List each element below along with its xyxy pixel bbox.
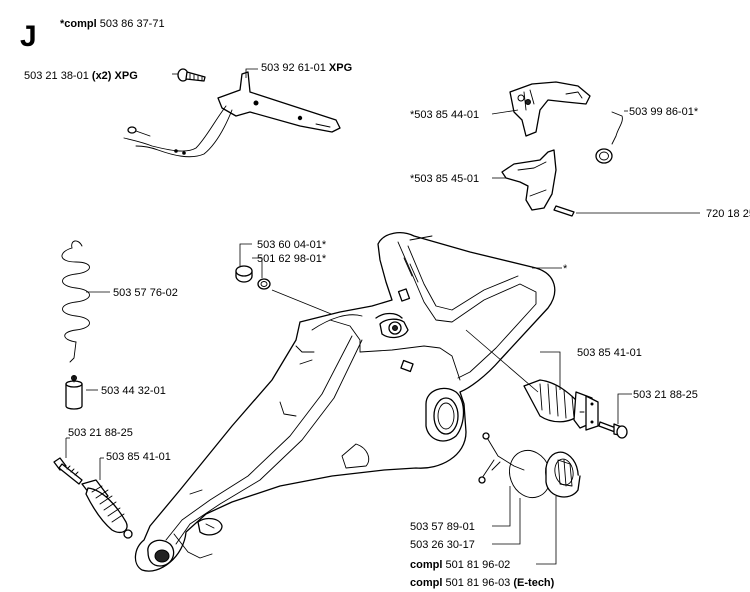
- label-part-18-prefix: compl: [410, 559, 442, 571]
- grommet-part: [257, 278, 271, 290]
- pin-part: [553, 205, 575, 217]
- spring-damper-left: [81, 479, 133, 539]
- section-letter: J: [20, 20, 37, 53]
- label-part-19-prefix: compl: [410, 577, 442, 589]
- leader-line-16: [492, 486, 511, 527]
- bolt-part-left: [53, 457, 83, 485]
- pickup-part: [478, 432, 525, 484]
- leader-line-12: [540, 351, 561, 390]
- leader-line-17: [492, 498, 521, 545]
- label-part-18: compl 501 81 96-02: [410, 559, 510, 571]
- label-part-6: 720 18 25-20*: [706, 208, 750, 220]
- lockout-part: [501, 149, 557, 211]
- leader-line-axis-right: [465, 329, 539, 393]
- coil-spring-part: [61, 240, 90, 363]
- label-part-1: 503 21 38-01 (x2) XPG: [24, 70, 138, 82]
- label-part-10: 503 57 76-02: [113, 287, 178, 299]
- label-part-11: 503 44 32-01: [101, 385, 166, 397]
- label-part-3: *503 85 44-01: [410, 109, 479, 121]
- label-part-19-number: 501 81 96-03: [445, 577, 510, 589]
- label-part-15: 503 85 41-01: [106, 451, 171, 463]
- label-part-1-suffix: (x2) XPG: [92, 70, 138, 82]
- label-part-12: 503 85 41-01: [577, 347, 642, 359]
- bolt-part-right: [598, 421, 628, 439]
- label-part-2-suffix: XPG: [329, 62, 352, 74]
- handle-tank-housing: [134, 232, 556, 572]
- label-part-5: *503 85 45-01: [410, 173, 479, 185]
- trigger-part: [509, 81, 591, 137]
- label-part-14: 503 21 88-25: [633, 389, 698, 401]
- label-part-19: compl 501 81 96-03 (E-tech): [410, 577, 555, 589]
- screw-part: [177, 68, 206, 82]
- label-part-19-suffix: (E-tech): [513, 577, 554, 589]
- label-part-17: 503 26 30-17: [410, 539, 475, 551]
- leader-lines-top-left: [172, 68, 258, 78]
- label-part-7: 503 60 04-01*: [257, 239, 327, 251]
- label-part-16: 503 57 89-01: [410, 521, 475, 533]
- spring-part-small: [595, 111, 623, 164]
- leader-line-8: [252, 257, 263, 278]
- label-part-1-number: 503 21 38-01: [24, 70, 89, 82]
- bracket-part: [123, 71, 341, 158]
- leader-line-3: [491, 109, 519, 115]
- spring-damper-right: [523, 379, 599, 431]
- label-part-18-number: 501 81 96-02: [445, 559, 510, 571]
- header-number: 503 86 37-71: [100, 18, 165, 30]
- leader-line-18: [536, 496, 557, 565]
- header-prefix: *compl: [60, 18, 97, 30]
- label-part-4: 503 99 86-01*: [629, 106, 699, 118]
- leader-line-7: [239, 243, 252, 266]
- leader-line-14: [617, 393, 632, 424]
- label-part-2: 503 92 61-01 XPG: [261, 62, 352, 74]
- label-part-8: 501 62 98-01*: [257, 253, 327, 265]
- buffer-cap-part: [235, 265, 253, 283]
- label-part-13: 503 21 88-25: [68, 427, 133, 439]
- header-label: *compl 503 86 37-71: [60, 18, 165, 30]
- cylinder-part: [65, 375, 83, 410]
- fuel-cap-part: [545, 451, 581, 498]
- label-part-9: *: [563, 263, 568, 275]
- label-part-2-number: 503 92 61-01: [261, 62, 326, 74]
